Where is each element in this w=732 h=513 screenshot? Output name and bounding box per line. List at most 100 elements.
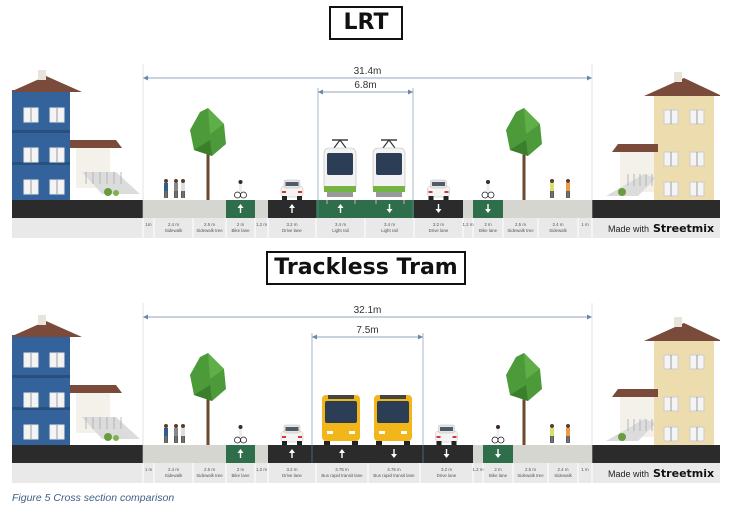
drive-arrow-down: [435, 204, 442, 213]
transit-width-label: 6.8m: [354, 80, 376, 91]
bike-arrow-up: [237, 449, 244, 458]
lane-name-label: Sidewalk: [165, 473, 183, 478]
light-rail-vehicle: [372, 139, 406, 197]
trackless-tram-vehicle: [374, 395, 412, 445]
lane-width-label: 2.4 m: [168, 222, 179, 227]
lane-width-label: 2 m: [237, 467, 245, 472]
right-car: [435, 424, 458, 445]
lane-name-label: Bus rapid transit lane: [321, 473, 363, 478]
pedestrian: [174, 179, 178, 198]
rail-bed: [316, 200, 414, 218]
lane-width-label: 1 m: [145, 467, 153, 472]
transit-arrow-down: [391, 449, 397, 458]
light-rail-vehicle: [323, 139, 357, 197]
lane-width-label: 2.4 m: [553, 222, 564, 227]
left-car: [280, 424, 304, 445]
left-house-illustration: [12, 70, 140, 200]
lane-name-label: Sidewalk tree: [196, 473, 223, 478]
lane-width-label: 1.2 m: [473, 467, 484, 472]
right-sidewalk: [513, 445, 592, 463]
lane-name-label: Bike lane: [479, 228, 498, 233]
total-width-label: 32.1m: [354, 305, 382, 316]
cyclist: [234, 425, 247, 444]
lane-name-label: Bike lane: [489, 473, 508, 478]
lane-width-label: 1 m: [581, 222, 589, 227]
lane-name-label: Bike lane: [231, 228, 250, 233]
drive-arrow-up: [289, 449, 295, 458]
lane-width-label: 1m: [145, 222, 151, 227]
lane-name-label: Bike lane: [231, 473, 250, 478]
cyclist: [491, 425, 505, 444]
pedestrian: [566, 179, 570, 198]
pedestrian: [181, 424, 185, 443]
lane-name-label: Sidewalk tree: [196, 228, 223, 233]
right-street-tree: [506, 353, 542, 445]
right-street-tree: [506, 108, 542, 200]
made-with-label: Made with: [608, 224, 649, 234]
lane-name-label: Sidewalk: [554, 473, 572, 478]
bike-arrow-up: [237, 204, 244, 213]
lane-width-label: 2.4 m: [168, 467, 179, 472]
pedestrian: [164, 424, 168, 443]
left-street-tree: [190, 353, 226, 445]
lane-name-label: Sidewalk tree: [507, 228, 534, 233]
left-car: [280, 179, 304, 200]
lane-name-label: Light rail: [381, 228, 398, 233]
drive-arrow-down: [443, 449, 450, 458]
lane-width-label: 3.2 m: [441, 467, 452, 472]
transit-width-label: 7.5m: [356, 325, 378, 336]
road-base: [12, 445, 720, 463]
left-sidewalk: [143, 200, 226, 218]
bike-arrow-down: [485, 204, 491, 213]
right-sidewalk: [503, 200, 592, 218]
streetmix-logo: Streetmix: [653, 222, 714, 235]
right-house-illustration: [606, 317, 720, 445]
pedestrian: [174, 424, 178, 443]
right-house-illustration: [606, 72, 720, 200]
lane-name-label: Sidewalk: [165, 228, 183, 233]
lane-name-label: Bus rapid transit lane: [373, 473, 415, 478]
lane-name-label: Sidewalk tree: [517, 473, 544, 478]
pedestrian: [164, 179, 168, 198]
left-street-tree: [190, 108, 226, 200]
lane-label-strip: [12, 218, 720, 238]
lane-width-label: 1 m: [581, 467, 589, 472]
pedestrian: [550, 179, 554, 198]
lane-width-label: 3.4 m: [384, 222, 395, 227]
lrt-title: LRT: [329, 6, 403, 40]
lane-width-label: 3.2 m: [287, 222, 298, 227]
lane-width-label: 2.4 m: [558, 467, 569, 472]
transit-arrow-down: [386, 204, 393, 213]
right-buffer: [473, 445, 483, 463]
bike-arrow-down: [495, 449, 501, 458]
pedestrian: [566, 424, 570, 443]
lane-name-label: Sidewalk: [549, 228, 567, 233]
lane-width-label: 3.2 m: [433, 222, 444, 227]
made-with-label: Made with: [608, 469, 649, 479]
pedestrian: [181, 179, 185, 198]
transit-arrow-up: [339, 449, 345, 458]
lane-width-label: 1.2 m: [256, 467, 267, 472]
lane-width-label: 2.5 m: [515, 222, 526, 227]
cyclist: [234, 180, 247, 199]
left-sidewalk: [143, 445, 226, 463]
drive-arrow-up: [289, 204, 295, 213]
left-buffer: [255, 200, 268, 218]
trackless-tram-vehicle: [322, 395, 360, 445]
lane-width-label: 2.5 m: [204, 222, 215, 227]
lane-label-strip: [12, 463, 720, 483]
lane-width-label: 1.2 m: [256, 222, 267, 227]
lane-name-label: Light rail: [332, 228, 349, 233]
lane-width-label: 2 m: [484, 222, 492, 227]
left-buffer: [255, 445, 268, 463]
lane-width-label: 2 m: [494, 467, 502, 472]
lane-name-label: Drive lane: [282, 473, 302, 478]
lane-width-label: 2.5 m: [204, 467, 215, 472]
lane-width-label: 2 m: [237, 222, 245, 227]
trackless-tram-title: Trackless Tram: [266, 251, 466, 285]
lane-width-label: 3.4 m: [335, 222, 346, 227]
lane-width-label: 3.75 m: [387, 467, 401, 472]
